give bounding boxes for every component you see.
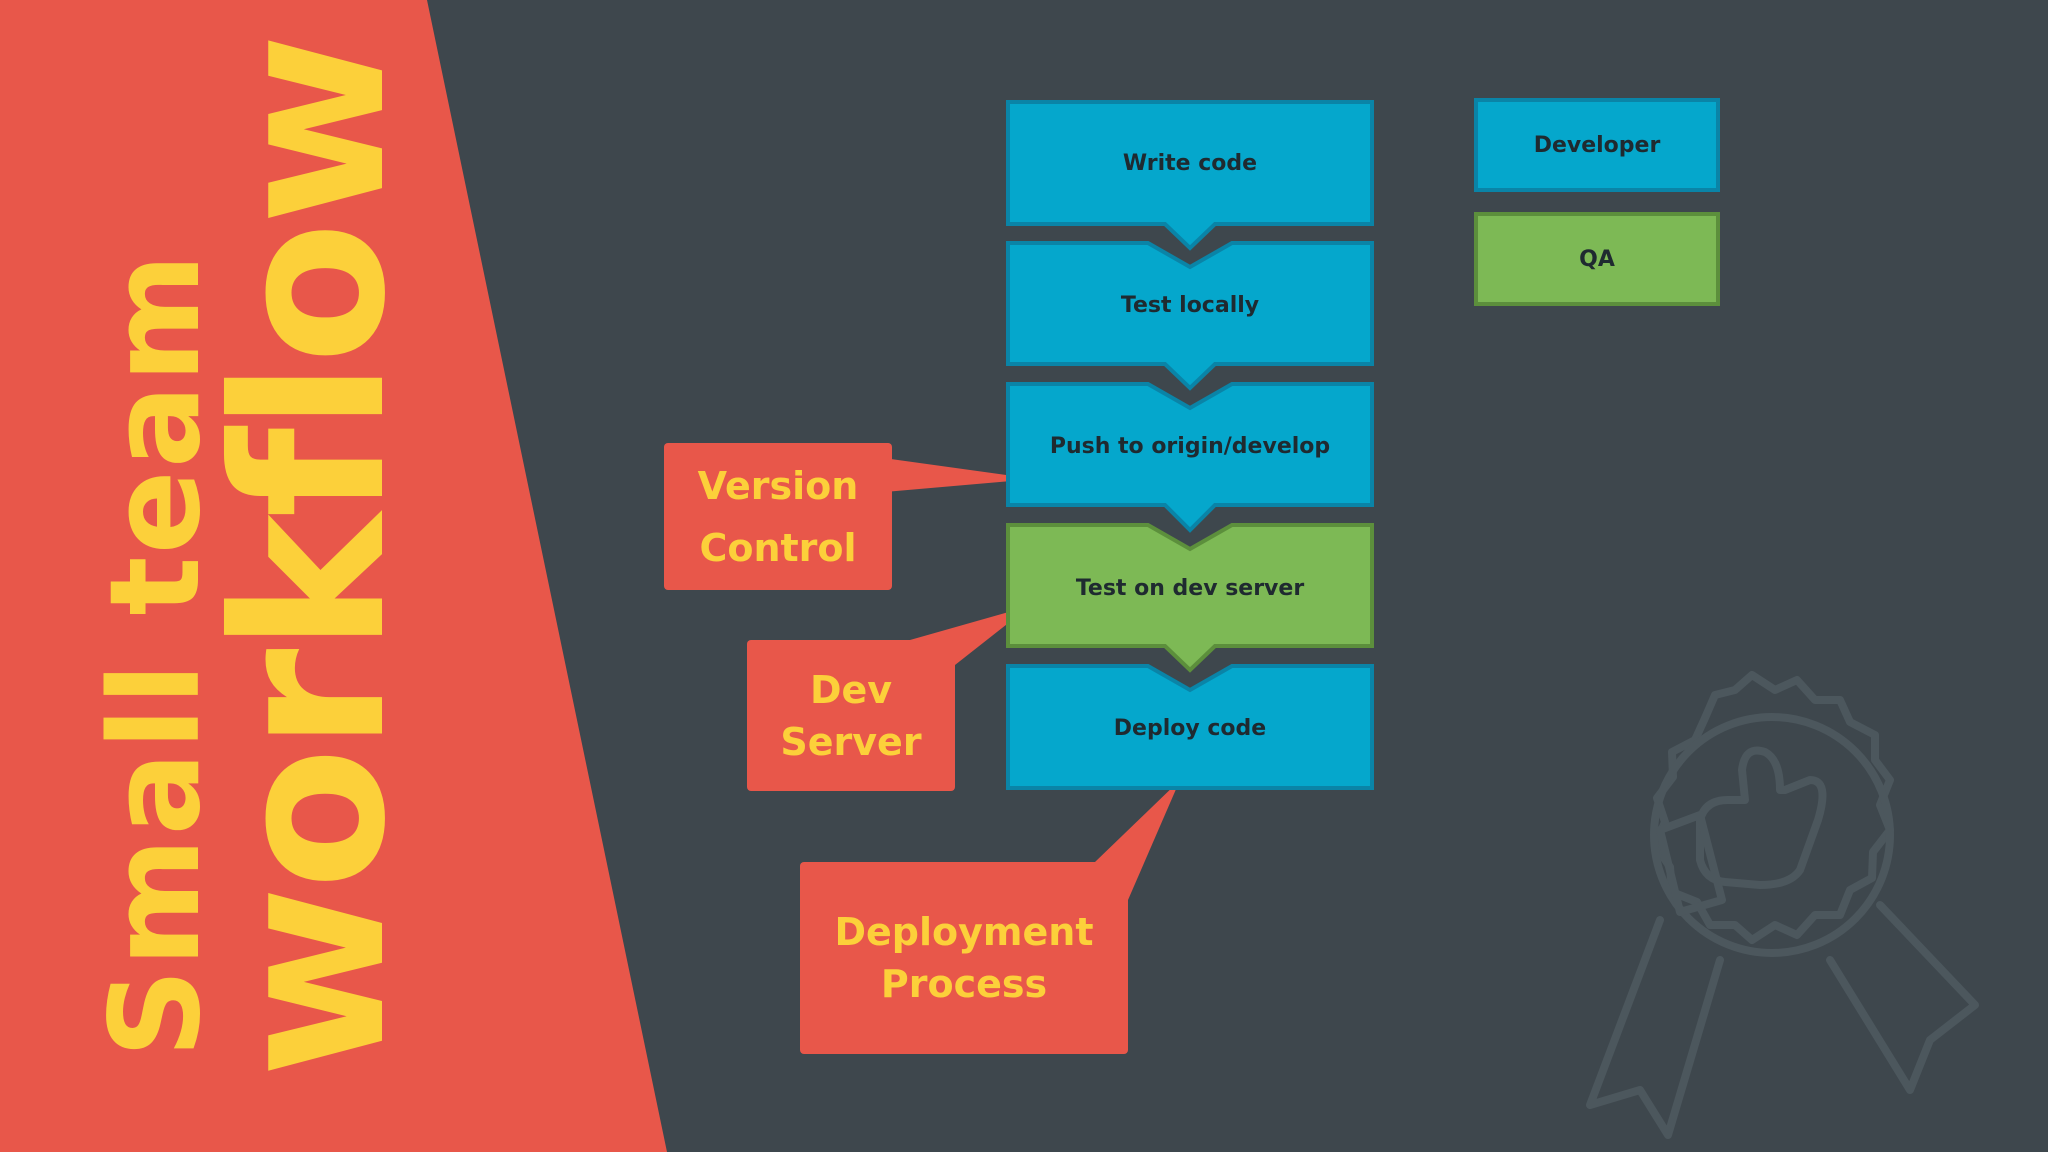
- legend-qa: QA: [1579, 246, 1615, 272]
- dev-server-callout-shape: [747, 606, 1030, 791]
- version-control-callout-shape: [664, 443, 1035, 590]
- title-line-workflow: workflow: [190, 37, 432, 1078]
- step-push-to-origin: Push to origin/develop: [1049, 434, 1331, 459]
- step-deploy-code: Deploy code: [1113, 715, 1267, 741]
- callout-deployment-line2: Process: [880, 962, 1048, 1006]
- callout-version-control: Version Control: [664, 443, 892, 590]
- slide-title: Small team workflow: [0, 0, 432, 1152]
- flowchart-shapes: [1006, 98, 1720, 790]
- step-test-on-dev-server: Test on dev server: [1075, 575, 1305, 601]
- deployment-callout-shape: [800, 780, 1180, 1054]
- callout-dev-server-line1: Dev: [809, 667, 893, 712]
- award-ribbon-thumbs-up-icon: [1586, 671, 1979, 1139]
- legend-developer: Developer: [1533, 132, 1661, 158]
- callout-version-control-line2: Control: [699, 525, 857, 570]
- callout-dev-server-line2: Server: [780, 719, 922, 764]
- callout-version-control-line1: Version: [697, 463, 859, 508]
- step-write-code: Write code: [1122, 150, 1258, 176]
- callout-deployment-line1: Deployment: [834, 910, 1094, 954]
- callout-dev-server: Dev Server: [747, 640, 955, 791]
- title-banner: [0, 0, 667, 1152]
- step-test-locally: Test locally: [1120, 293, 1260, 318]
- callout-deployment-process: Deployment Process: [800, 862, 1128, 1054]
